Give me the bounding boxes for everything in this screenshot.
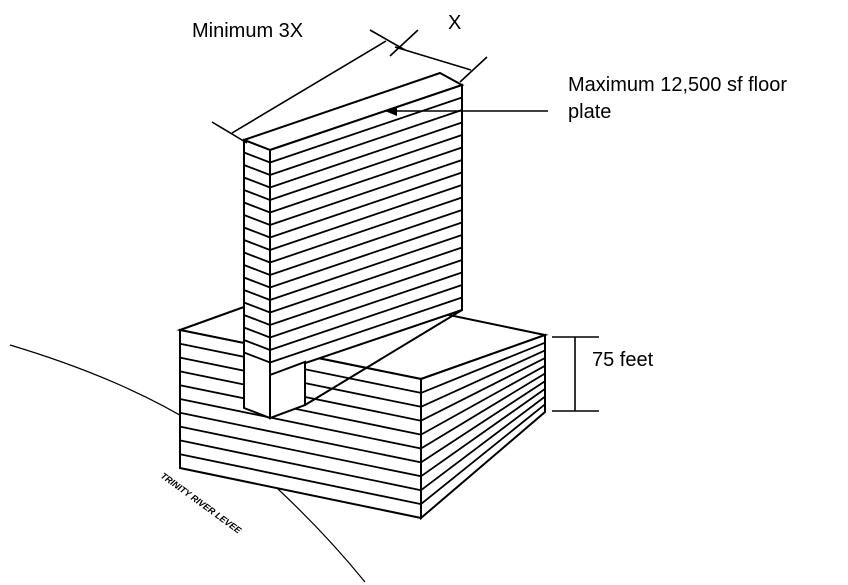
tower-podium-edge (304, 309, 463, 406)
tower-floor-line (269, 296, 463, 364)
podium-floor-line (420, 380, 546, 464)
podium-floor-line (420, 395, 546, 491)
tower-floor-line (243, 289, 271, 301)
podium-floor-line (179, 453, 422, 505)
tower-floor-line (269, 271, 463, 339)
tower-floor-line (243, 314, 271, 326)
tower-floor-line (243, 326, 271, 339)
podium-floor-line (420, 341, 546, 394)
tower-floor-line (269, 109, 463, 176)
tower-floor-line (243, 351, 271, 364)
depth-label: X (448, 12, 461, 34)
tower-floor-line (243, 264, 271, 276)
tower-floor-line (269, 134, 463, 201)
tower-floor-line (269, 221, 463, 289)
tower-floor-line (243, 226, 271, 239)
tower-floor-line (269, 184, 463, 251)
podium-floor-line (420, 357, 546, 422)
tower-floor-line (243, 151, 271, 164)
podium-height-label: 75 feet (592, 349, 654, 371)
podium-floor-line (420, 365, 546, 436)
tower-floor-line (269, 171, 463, 239)
tower (241, 71, 465, 420)
tower-floor-line (243, 239, 271, 251)
depth-dimension (389, 29, 488, 83)
tower-floor-line (269, 246, 463, 314)
floor-plate-label-line2: plate (568, 101, 611, 123)
tower-floor-line (243, 276, 271, 289)
podium-floor-line (179, 425, 422, 478)
podium-floor-line (179, 384, 422, 436)
tower-floor-line (269, 96, 463, 164)
tower-floor-line (243, 214, 271, 226)
tower-floor-line (243, 251, 271, 264)
tower-floor-line (243, 339, 271, 351)
tower-floor-line (243, 301, 271, 314)
levee-label: TRINITY RIVER LEVEE (159, 471, 244, 537)
width-label: Minimum 3X (192, 20, 303, 42)
podium-floor-line (179, 398, 422, 450)
tower-floor-line (269, 284, 463, 351)
tower-floor-line (243, 164, 271, 176)
tower-floor-line (243, 189, 271, 201)
tower-floor-line (243, 201, 271, 214)
podium-floor-line (179, 439, 422, 492)
podium-floor-line (420, 388, 546, 478)
podium-floor-line (420, 372, 546, 450)
tower-floor-line (269, 146, 463, 214)
tower-floor-line (243, 176, 271, 189)
tower-floor-line (269, 259, 463, 326)
podium-floor-line (420, 403, 546, 505)
tower-floor-line (269, 196, 463, 264)
tower-floor-line (269, 121, 463, 189)
podium-floor-line (179, 411, 422, 464)
podium-height-dimension (552, 336, 599, 412)
podium-floor-line (420, 349, 546, 408)
tower-floor-lines (243, 96, 463, 364)
tower-floor-line (269, 234, 463, 301)
floor-plate-label-line1: Maximum 12,500 sf floor (568, 74, 787, 96)
tower-floor-line (269, 159, 463, 226)
tower-floor-line (269, 209, 463, 276)
